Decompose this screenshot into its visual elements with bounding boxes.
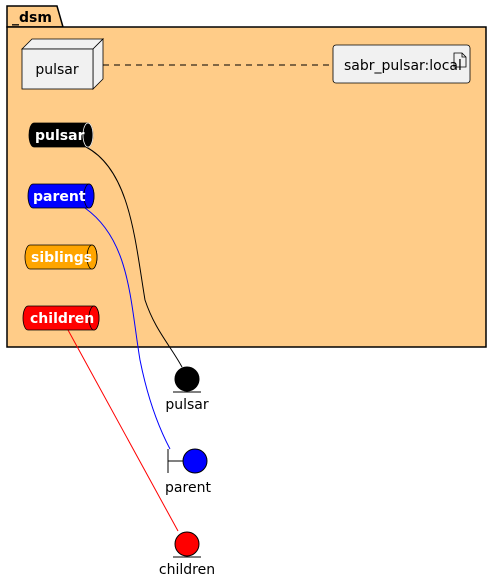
node-front-face bbox=[21, 48, 94, 90]
endpoint-label: children bbox=[159, 562, 215, 578]
queue-end bbox=[86, 244, 98, 270]
endpoint-parent: parent bbox=[165, 448, 211, 496]
artifact-box bbox=[332, 44, 471, 84]
queue-label: siblings bbox=[31, 250, 92, 266]
queue-parent: parent bbox=[27, 183, 95, 209]
queue-end bbox=[82, 122, 94, 148]
node-top-face bbox=[21, 38, 104, 50]
queue-label: children bbox=[30, 311, 94, 327]
entity-icon bbox=[174, 531, 200, 557]
queue-end bbox=[83, 183, 95, 209]
package-title: _dsm bbox=[12, 10, 52, 26]
node-label: pulsar bbox=[35, 62, 79, 78]
queue-pulsar: pulsar bbox=[28, 122, 94, 148]
endpoint-label: parent bbox=[165, 480, 211, 496]
parent-queue-link bbox=[84, 207, 171, 450]
queue-children: children bbox=[22, 305, 100, 331]
pulsar-queue-link bbox=[85, 146, 183, 368]
entity-icon bbox=[174, 366, 200, 392]
node-pulsar: pulsar bbox=[21, 38, 104, 90]
connections bbox=[67, 64, 331, 532]
queue-siblings: siblings bbox=[24, 244, 98, 270]
endpoint-pulsar: pulsar bbox=[165, 366, 209, 413]
artifact-sabr-pulsar: sabr_pulsar:local bbox=[332, 44, 471, 84]
endpoint-label: pulsar bbox=[165, 397, 209, 413]
endpoint-children: children bbox=[159, 531, 215, 578]
queue-end bbox=[88, 305, 100, 331]
document-icon bbox=[453, 52, 467, 68]
children-queue-link bbox=[67, 329, 179, 532]
queue-label: pulsar bbox=[35, 128, 85, 144]
artifact-label: sabr_pulsar:local bbox=[344, 58, 462, 74]
queue-label: parent bbox=[33, 189, 86, 205]
boundary-icon bbox=[182, 448, 208, 474]
